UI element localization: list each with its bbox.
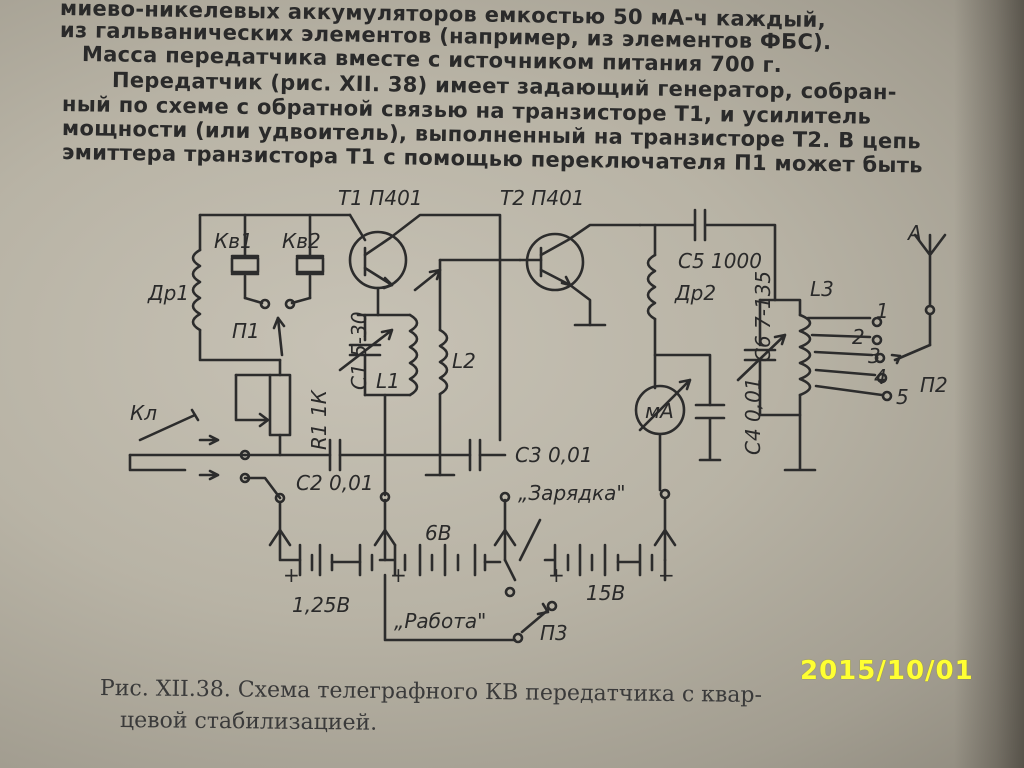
page-edge-shadow [954,0,1024,768]
tap-3-label: 3 [868,344,881,368]
c4-label: С4 0,01 [741,377,765,455]
tap-2-label: 2 [852,325,865,349]
c3-label: С3 0,01 [515,443,593,467]
key-label: Кл [130,401,157,425]
ma-label: мА [645,399,674,423]
plus-sign-2: + [390,563,407,587]
antenna-label: А [906,221,922,245]
battery-6v-label: 6В [425,521,451,545]
c5-label: С5 1000 [678,249,762,273]
l2-label: L2 [452,349,476,373]
tap-5-label: 5 [896,385,909,409]
work-label: „Работа" [394,609,486,633]
plus-sign-1: + [283,563,300,587]
c2-label: С2 0,01 [296,471,374,495]
t1-label: T1 П401 [338,186,423,210]
r1-label: R1 1К [307,389,331,450]
c6-label: С6 7-135 [751,271,775,362]
minus-sign: − [658,563,675,587]
t2-label: T2 П401 [500,186,585,210]
figure-caption-line-2: цевой стабилизацией. [119,708,378,736]
tap-4-label: 4 [874,365,887,389]
l3-label: L3 [810,277,834,301]
battery-15v-label: 15В [586,581,625,605]
battery-1v25-label: 1,25В [292,593,350,617]
date-stamp: 2015/10/01 [800,656,974,686]
p2-label: П2 [920,373,948,397]
tap-1-label: 1 [876,299,889,323]
plus-sign-3: + [548,563,565,587]
dr2-label: Др2 [674,281,716,305]
l1-label: L1 [376,369,400,393]
p1-label: П1 [232,319,260,343]
c1-label: С1 5-30 [347,312,371,390]
dr1-label: Др1 [147,281,189,305]
kv2-label: Кв2 [282,229,321,253]
charging-label: „Зарядка" [518,481,626,505]
p3-label: П3 [540,621,568,645]
kv1-label: Кв1 [214,229,253,253]
